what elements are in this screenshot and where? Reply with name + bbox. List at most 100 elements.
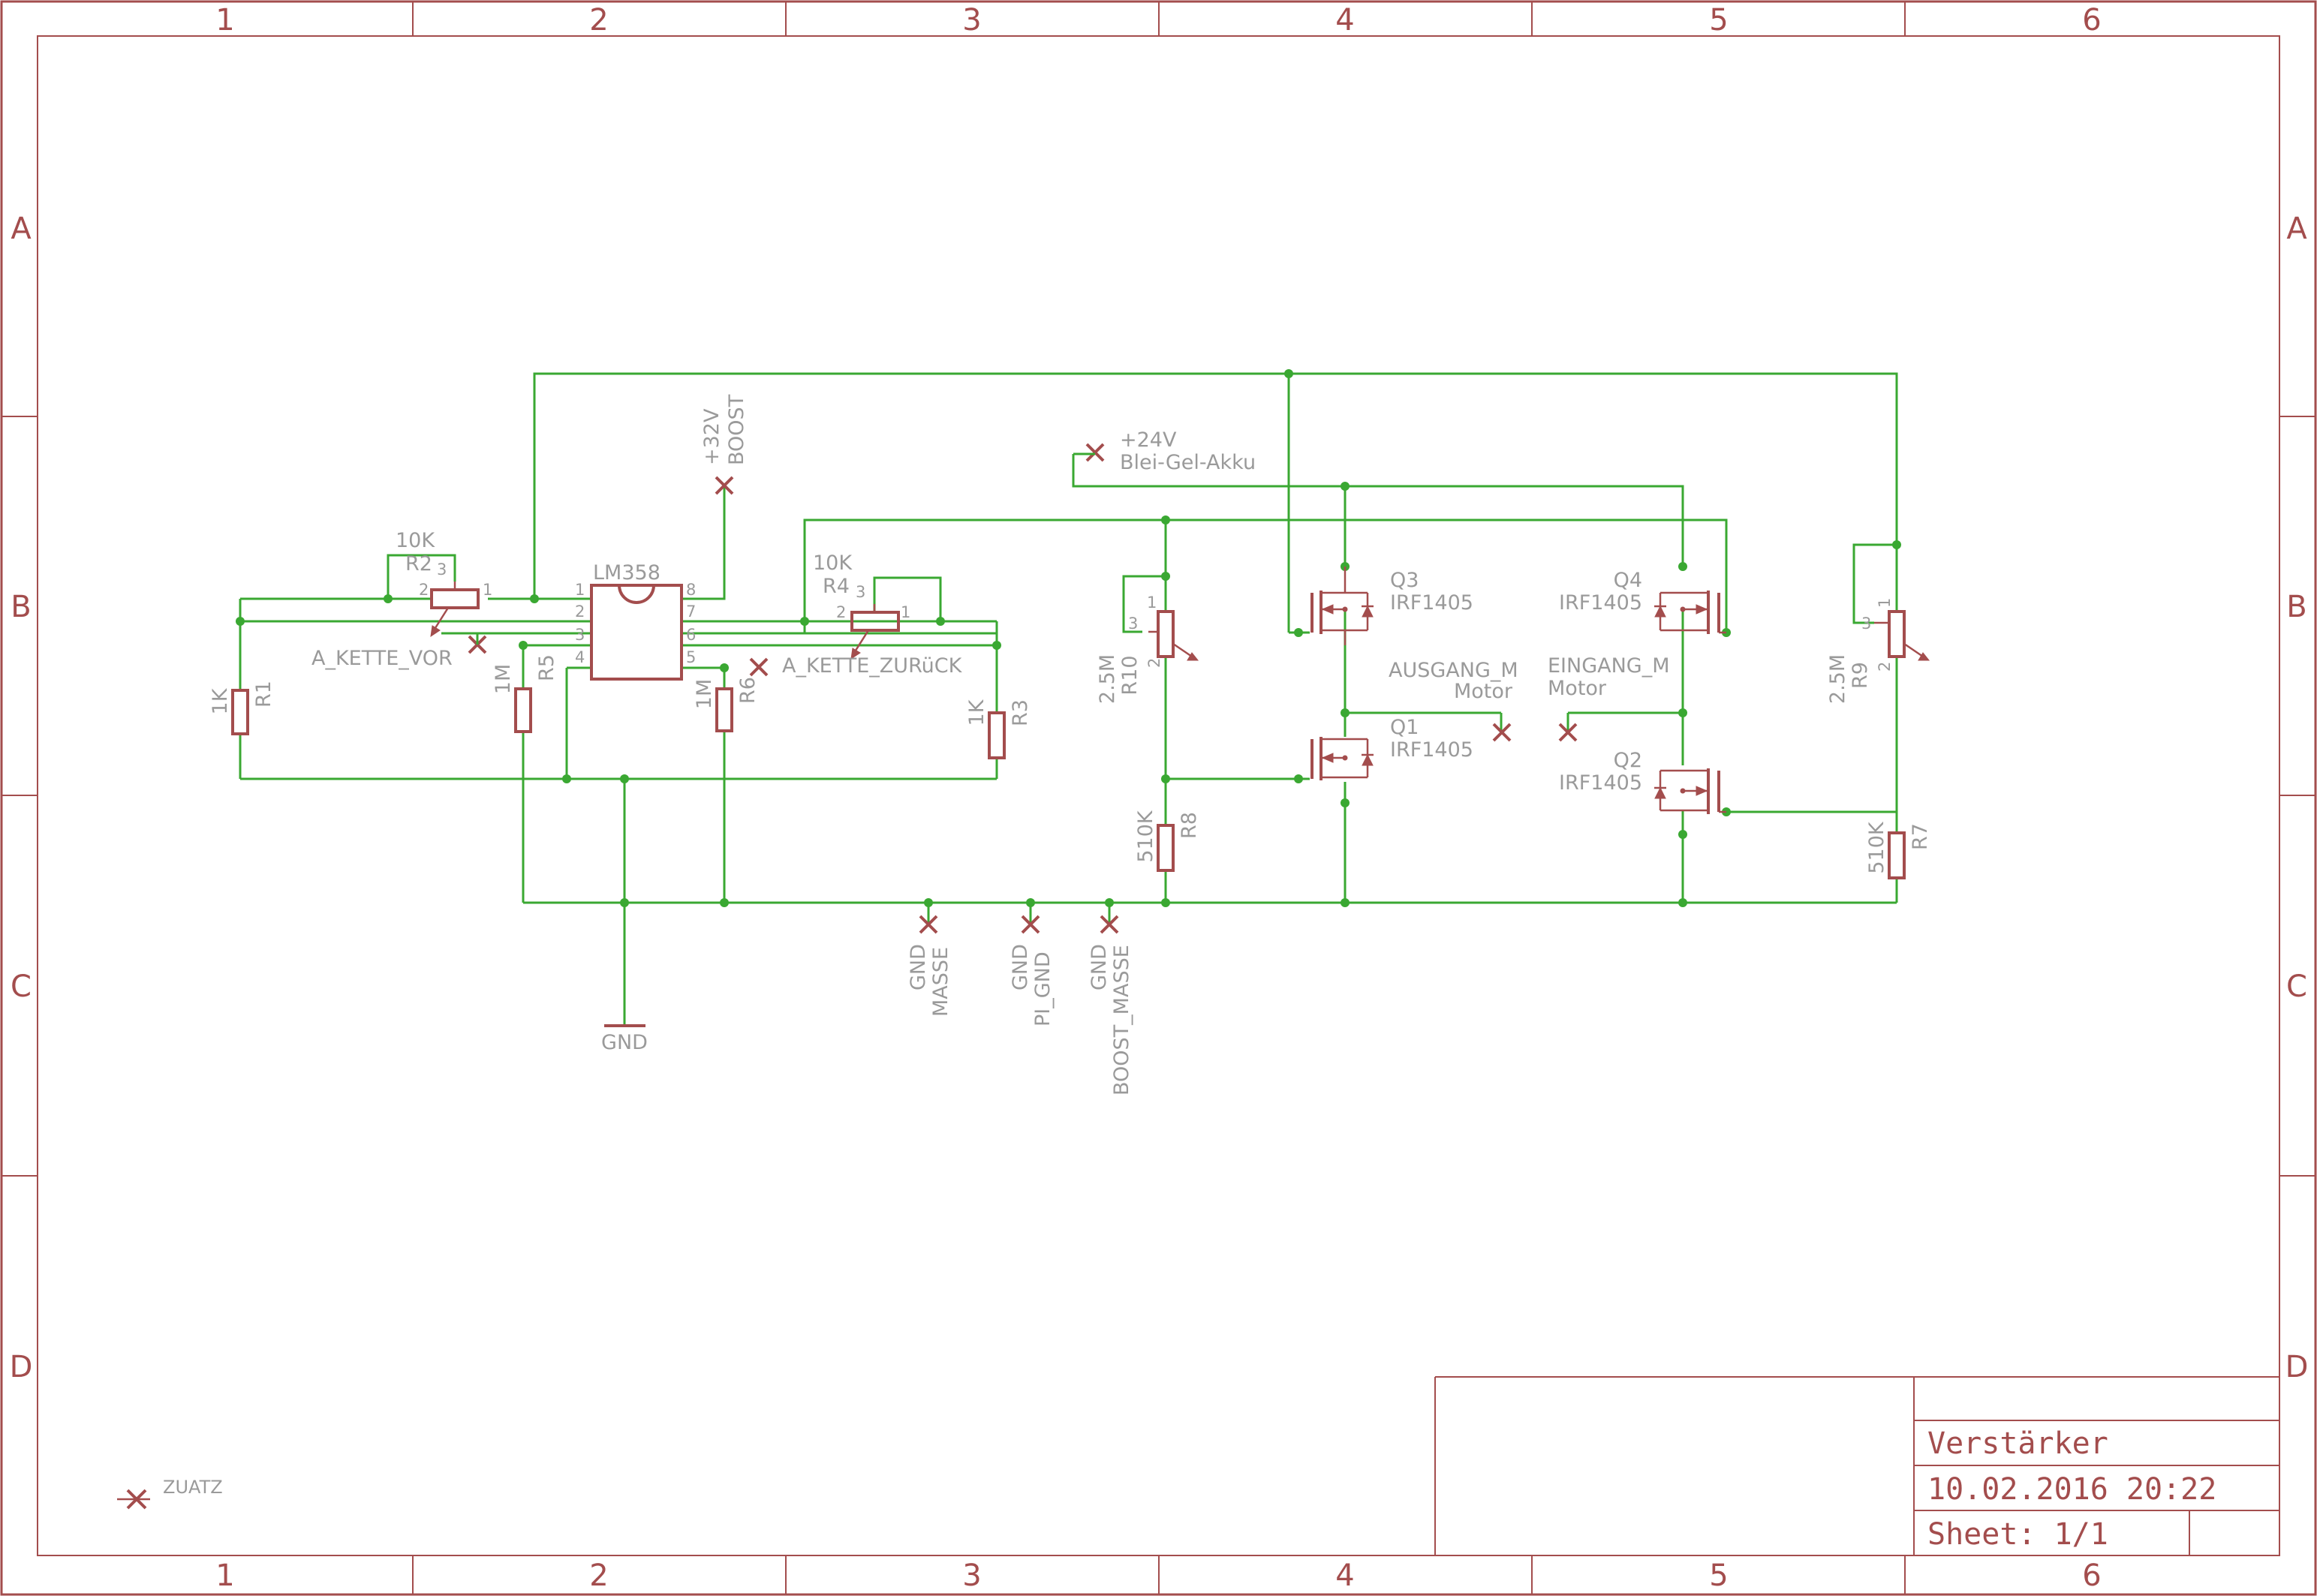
resistor-r6	[715, 687, 733, 732]
column-label-top: 3	[962, 3, 981, 38]
r4-pin-label: 1	[901, 603, 910, 621]
r9-value: 2.5M	[1826, 654, 1849, 704]
ausgang-motor-label: Motor	[1454, 680, 1513, 703]
q2-name: Q2	[1614, 749, 1642, 772]
row-label-right: D	[2285, 1350, 2309, 1384]
pi-gnd-connector-mark	[1021, 915, 1040, 934]
kette-vor-label: A_KETTE_VOR	[311, 647, 453, 670]
r5-name: R5	[535, 654, 558, 681]
r7-value: 510K	[1865, 821, 1888, 874]
lm358-ic	[590, 584, 683, 681]
boost-masse-connector-mark	[1100, 915, 1119, 934]
ic-pin-label: 3	[575, 626, 585, 644]
r9-name: R9	[1849, 662, 1872, 689]
r2-name: R2	[405, 552, 432, 576]
pi-gnd-name-label: PI_GND	[1031, 951, 1055, 1026]
column-label-top: 5	[1709, 3, 1728, 38]
resistor-r10	[1148, 610, 1199, 661]
resistor-r9	[1874, 610, 1930, 661]
ic-pin-label: 8	[686, 581, 696, 599]
q2-value: IRF1405	[1559, 771, 1642, 795]
row-label-right: B	[2286, 590, 2306, 624]
eingang-motor-label: Motor	[1548, 677, 1607, 700]
title-block	[1434, 1376, 2279, 1555]
column-label-bottom: 4	[1335, 1558, 1354, 1593]
resistor-r4	[850, 604, 900, 660]
r3-value: 1K	[965, 699, 988, 726]
q4-value: IRF1405	[1559, 591, 1642, 615]
ausgang-connector-mark	[1492, 723, 1512, 742]
title-block-date: 10.02.2016 20:22	[1927, 1472, 2216, 1507]
akku-name-label: Blei-Gel-Akku	[1120, 451, 1256, 474]
boost-name-label: BOOST	[725, 394, 748, 465]
row-label-left: C	[11, 969, 32, 1004]
r9-pin-label: 2	[1876, 662, 1894, 672]
ic-pin-label: 2	[575, 603, 585, 621]
wires	[239, 372, 1898, 1026]
r2-value: 10K	[396, 529, 435, 552]
row-label-right: A	[2286, 212, 2307, 246]
column-label-top: 2	[589, 3, 608, 38]
masse-name-label: MASSE	[929, 947, 952, 1017]
resistor-r3	[988, 711, 1006, 759]
r4-pin-label: 3	[856, 583, 865, 601]
ic-pin-label: 5	[686, 648, 696, 666]
boost-masse-name-label: BOOST_MASSE	[1110, 945, 1133, 1096]
r10-pin-label: 3	[1128, 615, 1138, 633]
mosfet-q4	[1654, 591, 1726, 634]
column-label-top: 6	[2082, 3, 2101, 38]
junction-dots	[236, 369, 1901, 907]
r10-value: 2.5M	[1096, 654, 1119, 704]
resistor-r2	[430, 582, 480, 638]
eingang-connector-mark	[1558, 723, 1578, 742]
resistor-r8	[1157, 824, 1175, 872]
r7-name: R7	[1909, 823, 1932, 850]
r8-value: 510K	[1134, 810, 1157, 863]
r1-name: R1	[252, 681, 275, 708]
r6-value: 1M	[693, 679, 716, 709]
r2-pin-label: 3	[437, 561, 447, 579]
r2-pin-label: 1	[483, 581, 492, 599]
r10-pin-label: 1	[1147, 594, 1157, 612]
column-label-top: 1	[215, 3, 234, 38]
mosfet-q1	[1310, 737, 1374, 780]
resistor-r1	[231, 689, 249, 735]
r4-pin-label: 2	[836, 603, 846, 621]
q1-name: Q1	[1390, 716, 1419, 739]
q1-value: IRF1405	[1390, 738, 1473, 762]
r4-value: 10K	[813, 552, 853, 575]
zuatz-label: ZUATZ	[163, 1477, 223, 1498]
boost-connector-mark	[715, 476, 734, 495]
r4-name: R4	[823, 575, 850, 598]
q3-value: IRF1405	[1390, 591, 1473, 615]
eingang-name-label: EINGANG_M	[1548, 654, 1670, 678]
ic-pin-label: 4	[575, 648, 585, 666]
akku-connector-mark	[1085, 443, 1105, 462]
title-block-sheet: Sheet: 1/1	[1927, 1517, 2108, 1552]
row-label-right: C	[2286, 969, 2307, 1004]
column-label-bottom: 2	[589, 1558, 608, 1593]
boost-masse-gnd-label: GND	[1088, 944, 1111, 990]
r8-name: R8	[1178, 812, 1201, 839]
column-label-bottom: 1	[215, 1558, 234, 1593]
r2-pin-label: 2	[419, 581, 429, 599]
kette-zurueck-connector-mark	[749, 657, 769, 677]
ic-pin-label: 7	[686, 603, 696, 621]
resistor-r7	[1888, 831, 1906, 879]
column-label-top: 4	[1335, 3, 1354, 38]
r9-pin-label: 1	[1876, 598, 1894, 608]
row-label-left: A	[11, 212, 32, 246]
r6-name: R6	[736, 677, 760, 704]
mosfet-q2	[1654, 768, 1726, 814]
r10-name: R10	[1118, 655, 1142, 695]
masse-connector-mark	[919, 915, 938, 934]
r5-value: 1M	[492, 664, 515, 694]
pi-gnd-gnd-label: GND	[1009, 944, 1032, 990]
r1-value: 1K	[209, 687, 232, 714]
row-label-left: B	[11, 590, 31, 624]
column-label-bottom: 6	[2082, 1558, 2101, 1593]
ic-pin-label: 1	[575, 581, 585, 599]
q4-name: Q4	[1614, 569, 1642, 592]
akku-voltage-label: +24V	[1120, 428, 1177, 452]
